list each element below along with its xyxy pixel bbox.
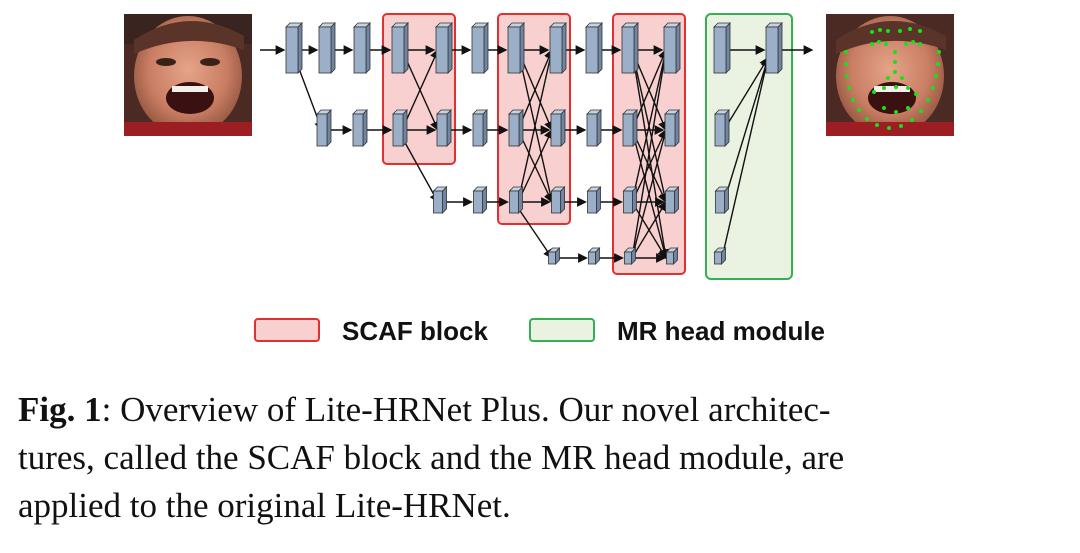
feature-map <box>392 109 408 147</box>
connection-arrow <box>723 56 769 131</box>
feature-map <box>353 22 371 74</box>
feature-map <box>622 186 638 214</box>
feature-map <box>664 109 680 147</box>
connection-arrow <box>631 48 668 131</box>
feature-map <box>508 109 524 147</box>
connection-arrow <box>631 200 667 259</box>
connection-arrow <box>721 56 771 259</box>
feature-map <box>391 22 409 74</box>
feature-map <box>435 22 453 74</box>
legend: SCAF block MR head module <box>254 316 825 346</box>
feature-map <box>285 22 303 74</box>
feature-map <box>549 22 567 74</box>
feature-map <box>714 186 730 214</box>
feature-map <box>436 109 452 147</box>
output-face-landmarks <box>826 14 954 136</box>
feature-map <box>472 109 488 147</box>
feature-map <box>587 247 601 265</box>
connection-arrow <box>517 128 553 203</box>
feature-map <box>665 247 679 265</box>
legend-scaf-swatch <box>254 318 320 342</box>
feature-map <box>713 22 731 74</box>
caption-line-3: applied to the original Lite-HRNet. <box>18 486 511 525</box>
feature-maps <box>285 22 783 265</box>
feature-map <box>547 247 561 265</box>
feature-map <box>316 109 332 147</box>
connection-arrow <box>631 48 670 259</box>
feature-map <box>508 186 524 214</box>
feature-map <box>622 109 638 147</box>
connection-arrow <box>723 56 771 203</box>
connection-arrow <box>517 48 554 131</box>
connection-arrow <box>631 128 667 203</box>
feature-map <box>664 186 680 214</box>
feature-map <box>471 22 489 74</box>
connection-arrow <box>631 48 669 203</box>
architecture-diagram: SCAF block MR head module <box>124 13 954 346</box>
feature-map <box>507 22 525 74</box>
legend-mr-label: MR head module <box>617 316 825 346</box>
feature-map <box>765 22 783 74</box>
caption-line-1: : Overview of Lite-HRNet Plus. Our novel… <box>101 390 831 429</box>
figure-caption: Fig. 1: Overview of Lite-HRNet Plus. Our… <box>18 386 1064 530</box>
connection-arrow <box>631 128 669 259</box>
feature-map <box>621 22 639 74</box>
legend-mr-swatch <box>529 318 595 342</box>
feature-map <box>318 22 336 74</box>
feature-map <box>550 109 566 147</box>
feature-map <box>586 109 602 147</box>
feature-map <box>714 109 730 147</box>
feature-map <box>432 186 448 214</box>
caption-line-2: tures, called the SCAF block and the MR … <box>18 438 845 477</box>
connection-arrow <box>517 48 555 203</box>
feature-map <box>550 186 566 214</box>
mr-head-module <box>705 13 793 280</box>
feature-map <box>352 109 368 147</box>
feature-map <box>586 186 602 214</box>
connection-arrow <box>401 48 440 131</box>
feature-map <box>585 22 603 74</box>
feature-map <box>623 247 637 265</box>
figure-label: Fig. 1 <box>18 390 102 429</box>
input-face-image <box>124 14 252 136</box>
legend-scaf-label: SCAF block <box>342 316 488 346</box>
feature-map <box>472 186 488 214</box>
feature-map <box>663 22 681 74</box>
feature-map <box>713 247 727 265</box>
